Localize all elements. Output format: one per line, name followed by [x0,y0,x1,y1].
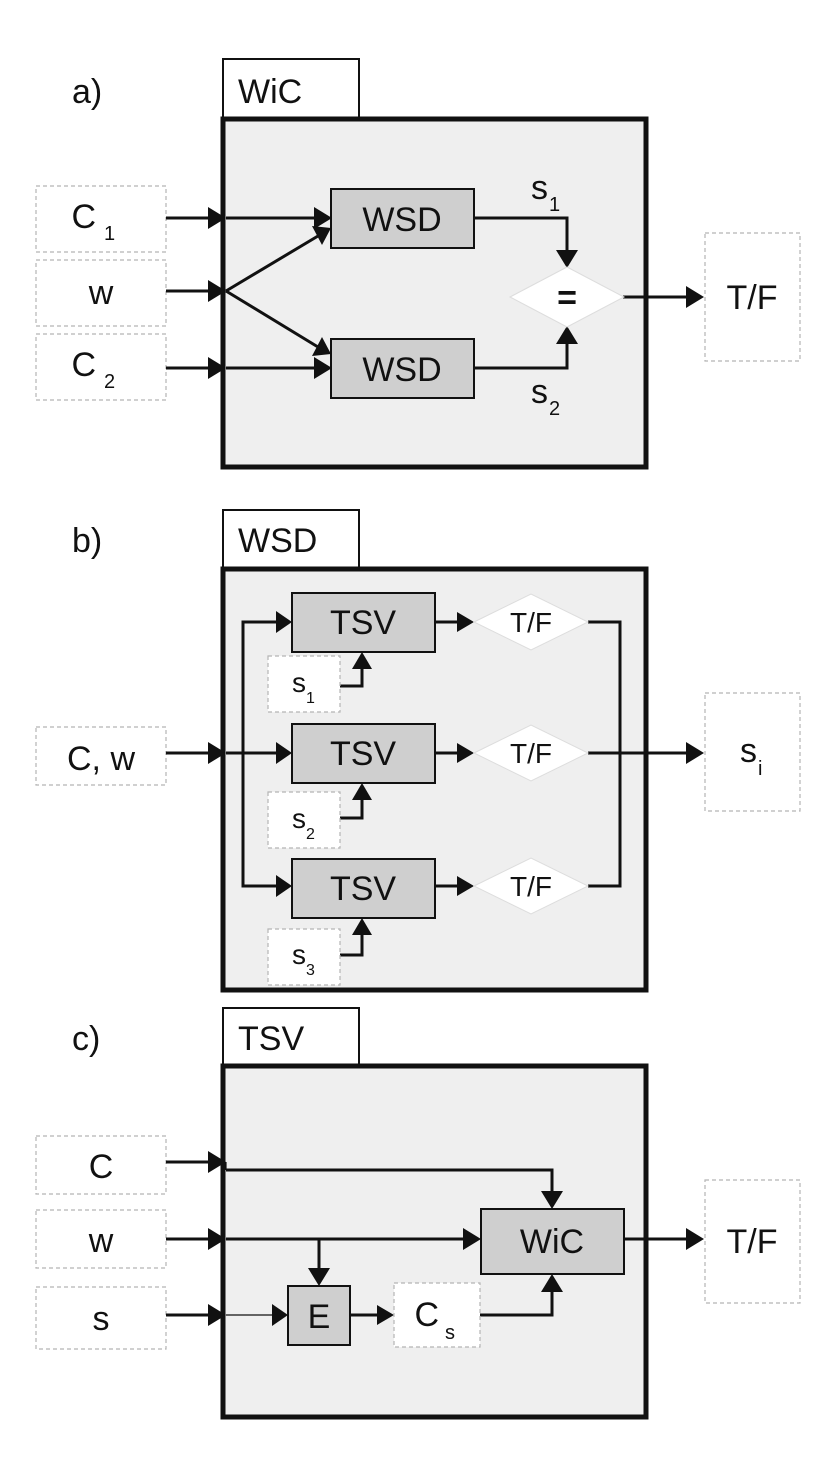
decision-3-label: T/F [510,871,552,902]
cs-subscript: s [445,1322,455,1344]
panel-a-label: a) [72,73,102,111]
sense-s2-box [267,791,341,849]
wic-block [480,1208,625,1275]
panel-c: c) TSV C w s [35,1007,801,1420]
panel-a-tab [222,58,360,120]
sense-s2-subscript: 2 [549,398,560,420]
sense-s3-label: s [292,939,306,970]
decision-diamond-3 [472,857,590,915]
panel-a: a) WiC C 1 w C 2 [35,58,801,470]
input-c-label: C [89,1148,114,1186]
sense-s2-label: s [531,373,548,411]
panel-b-output-box [704,692,801,812]
panel-a-connectors [166,207,704,379]
equality-symbol: = [557,279,577,317]
sense-s1-box [267,655,341,713]
cs-label: C [414,1296,439,1334]
panel-c-tab-title: TSV [238,1020,304,1058]
sense-s2-subscript: 2 [306,826,315,843]
panel-a-output-box [704,232,801,362]
input-c1-label: C [71,198,96,236]
panel-c-output-box [704,1179,801,1304]
panel-a-tab-title: WiC [238,73,302,111]
wic-block-label: WiC [520,1223,584,1261]
panel-b-output-subscript: i [758,758,762,780]
decision-diamond-2 [472,724,590,782]
sense-s2-label: s [292,803,306,834]
sense-s1-subscript: 1 [549,194,560,216]
tsv-block-2 [291,723,436,784]
panel-b-label: b) [72,522,102,560]
equality-diamond [508,266,626,328]
tsv-block-1 [291,592,436,653]
input-s-label: s [93,1300,110,1338]
tsv-block-2-label: TSV [330,735,396,773]
decision-2-label: T/F [510,738,552,769]
panel-c-tab [222,1007,360,1067]
input-c1-box [35,185,167,253]
input-s-box [35,1286,167,1350]
panel-b-tab [222,509,360,571]
input-w-box-c [35,1209,167,1269]
sense-s1-label: s [292,667,306,698]
panel-c-connectors [166,1151,704,1326]
input-c-box [35,1135,167,1195]
sense-s1-subscript: 1 [306,690,315,707]
panel-c-label: c) [72,1020,100,1058]
wsd-block-top [330,188,475,249]
decision-diamond-1 [472,593,590,651]
panel-b-tab-title: WSD [238,522,317,560]
input-c2-label: C [71,346,96,384]
panel-a-output-label: T/F [727,279,778,317]
decision-1-label: T/F [510,607,552,638]
panel-b-input-label: C, w [67,740,135,778]
wsd-block-top-label: WSD [362,201,441,239]
input-c2-subscript: 2 [104,371,115,393]
input-c1-subscript: 1 [104,223,115,245]
input-c2-box [35,333,167,401]
encoder-block [287,1285,351,1346]
sense-s3-subscript: 3 [306,962,315,979]
panel-b: b) WSD C, w [35,509,801,993]
wsd-block-bottom [330,338,475,399]
cs-box [393,1282,481,1348]
encoder-block-label: E [308,1298,331,1336]
input-w-box [35,259,167,327]
panel-b-connectors [166,611,704,957]
tsv-block-3-label: TSV [330,870,396,908]
panel-b-output-label: s [740,732,757,770]
input-w-label: w [88,274,114,312]
sense-s3-box [267,928,341,986]
tsv-block-1-label: TSV [330,604,396,642]
panel-c-output-label: T/F [727,1223,778,1261]
sense-s1-label: s [531,169,548,207]
panel-b-input-box [35,726,167,786]
wsd-block-bottom-label: WSD [362,351,441,389]
tsv-block-3 [291,858,436,919]
input-w-label-c: w [88,1222,114,1260]
